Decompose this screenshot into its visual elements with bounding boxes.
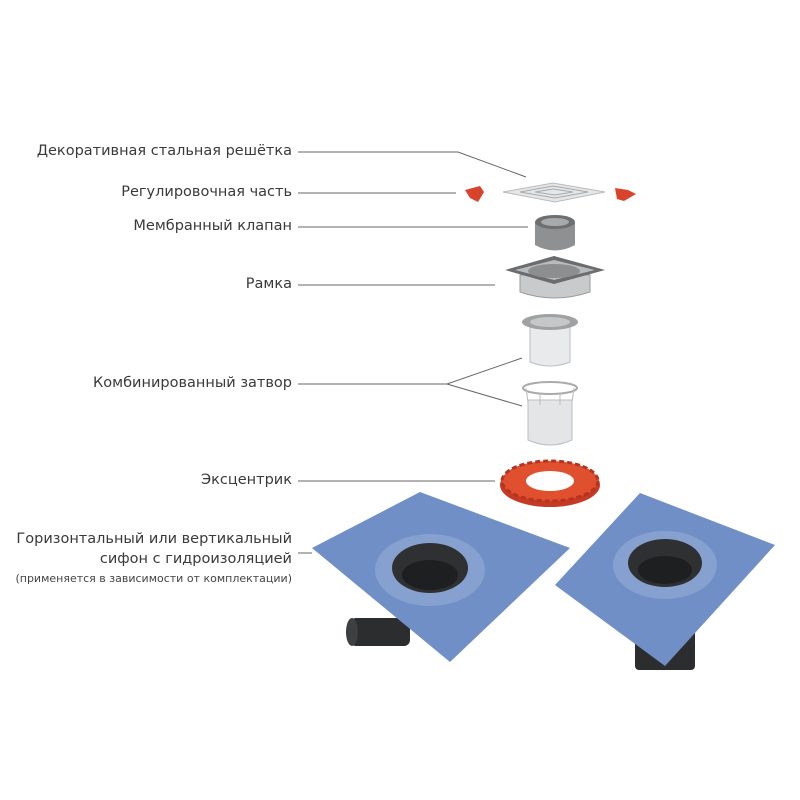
- label-eccentric: Эксцентрик: [201, 472, 292, 488]
- leader-lines: [298, 151, 528, 554]
- label-frame: Рамка: [245, 276, 292, 292]
- trap-cup: [522, 314, 578, 367]
- membrane-valve: [535, 215, 575, 251]
- label-siphon-2: сифон с гидроизоляцией: [99, 551, 292, 567]
- label-adjust: Регулировочная часть: [121, 184, 292, 200]
- eccentric-ring: [500, 459, 600, 507]
- horizontal-siphon: [312, 492, 570, 662]
- frame: [505, 256, 605, 299]
- adjust-clip-left: [465, 186, 484, 202]
- label-siphon-note: (применяется в зависимости от комплектац…: [15, 572, 292, 585]
- label-siphon-1: Горизонтальный или вертикальный: [16, 531, 292, 547]
- trap-float: [522, 381, 578, 446]
- label-trap: Комбинированный затвор: [93, 375, 292, 391]
- label-grate: Декоративная стальная решётка: [36, 143, 292, 159]
- vertical-siphon: [555, 493, 775, 670]
- steel-grate: [502, 182, 606, 203]
- adjust-clip-right: [615, 188, 636, 201]
- label-membrane: Мембранный клапан: [133, 218, 292, 234]
